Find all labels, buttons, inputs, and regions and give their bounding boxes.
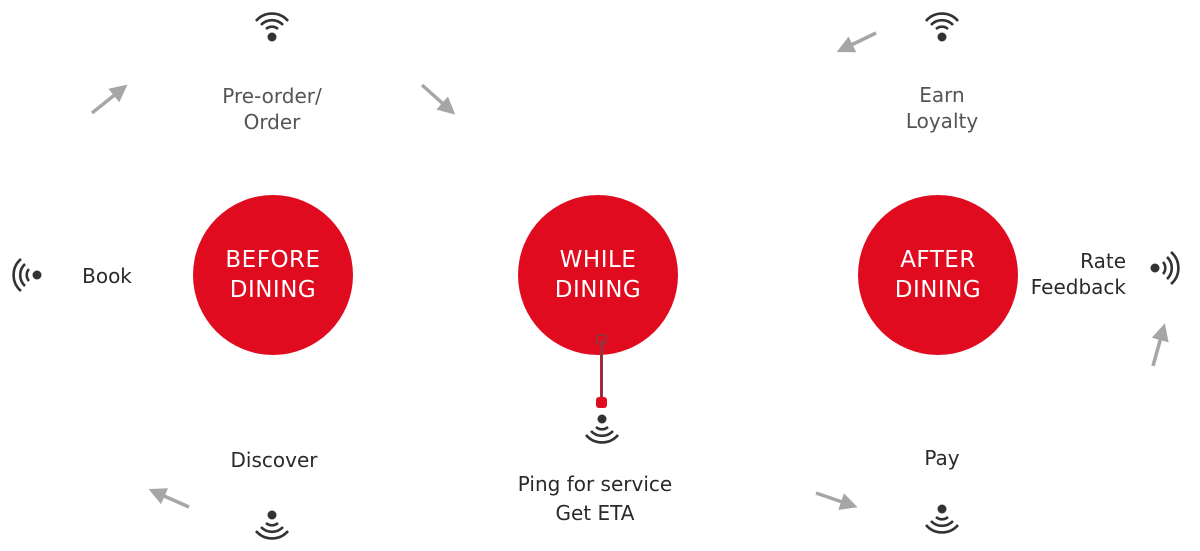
step-preorder: Pre-order/ Order xyxy=(222,83,321,135)
phase-after-dining: AFTER DINING xyxy=(858,195,1018,355)
arrow-discover-to-book xyxy=(90,84,128,115)
phase-label: AFTER xyxy=(900,247,976,273)
step-ping-for-service: Ping for service Get ETA xyxy=(518,470,672,528)
phase-label: WHILE xyxy=(559,247,637,273)
step-label: Order xyxy=(243,110,301,134)
step-label: Ping for service xyxy=(517,472,673,496)
step-label: Pre-order/ xyxy=(222,84,322,108)
step-label: Rate xyxy=(1080,249,1126,273)
phase-before-dining: BEFORE DINING xyxy=(193,195,353,355)
step-discover: Discover xyxy=(230,448,318,472)
step-rate-feedback: Rate Feedback xyxy=(1010,248,1126,300)
phase-label: DINING xyxy=(894,277,982,303)
step-pay: Pay xyxy=(924,446,960,470)
step-label: Earn xyxy=(919,83,965,107)
phase-label: BEFORE xyxy=(225,247,321,273)
step-label: Feedback xyxy=(1030,275,1126,299)
arrow-preorder-to-while xyxy=(420,83,456,115)
phase-label: DINING xyxy=(229,277,317,303)
step-label: Get ETA xyxy=(555,501,635,525)
step-book: Book xyxy=(82,264,132,288)
phase-label: DINING xyxy=(554,277,642,303)
arrow-pay-to-rate xyxy=(1151,323,1169,367)
step-earn-loyalty: Earn Loyalty xyxy=(906,82,978,134)
step-label: Loyalty xyxy=(905,109,979,133)
phase-while-dining: WHILE DINING xyxy=(518,195,678,355)
arrow-ping-to-pay xyxy=(815,491,858,510)
arrow-earn-to-preorder xyxy=(836,31,877,53)
arrow-to-discover xyxy=(148,488,190,509)
